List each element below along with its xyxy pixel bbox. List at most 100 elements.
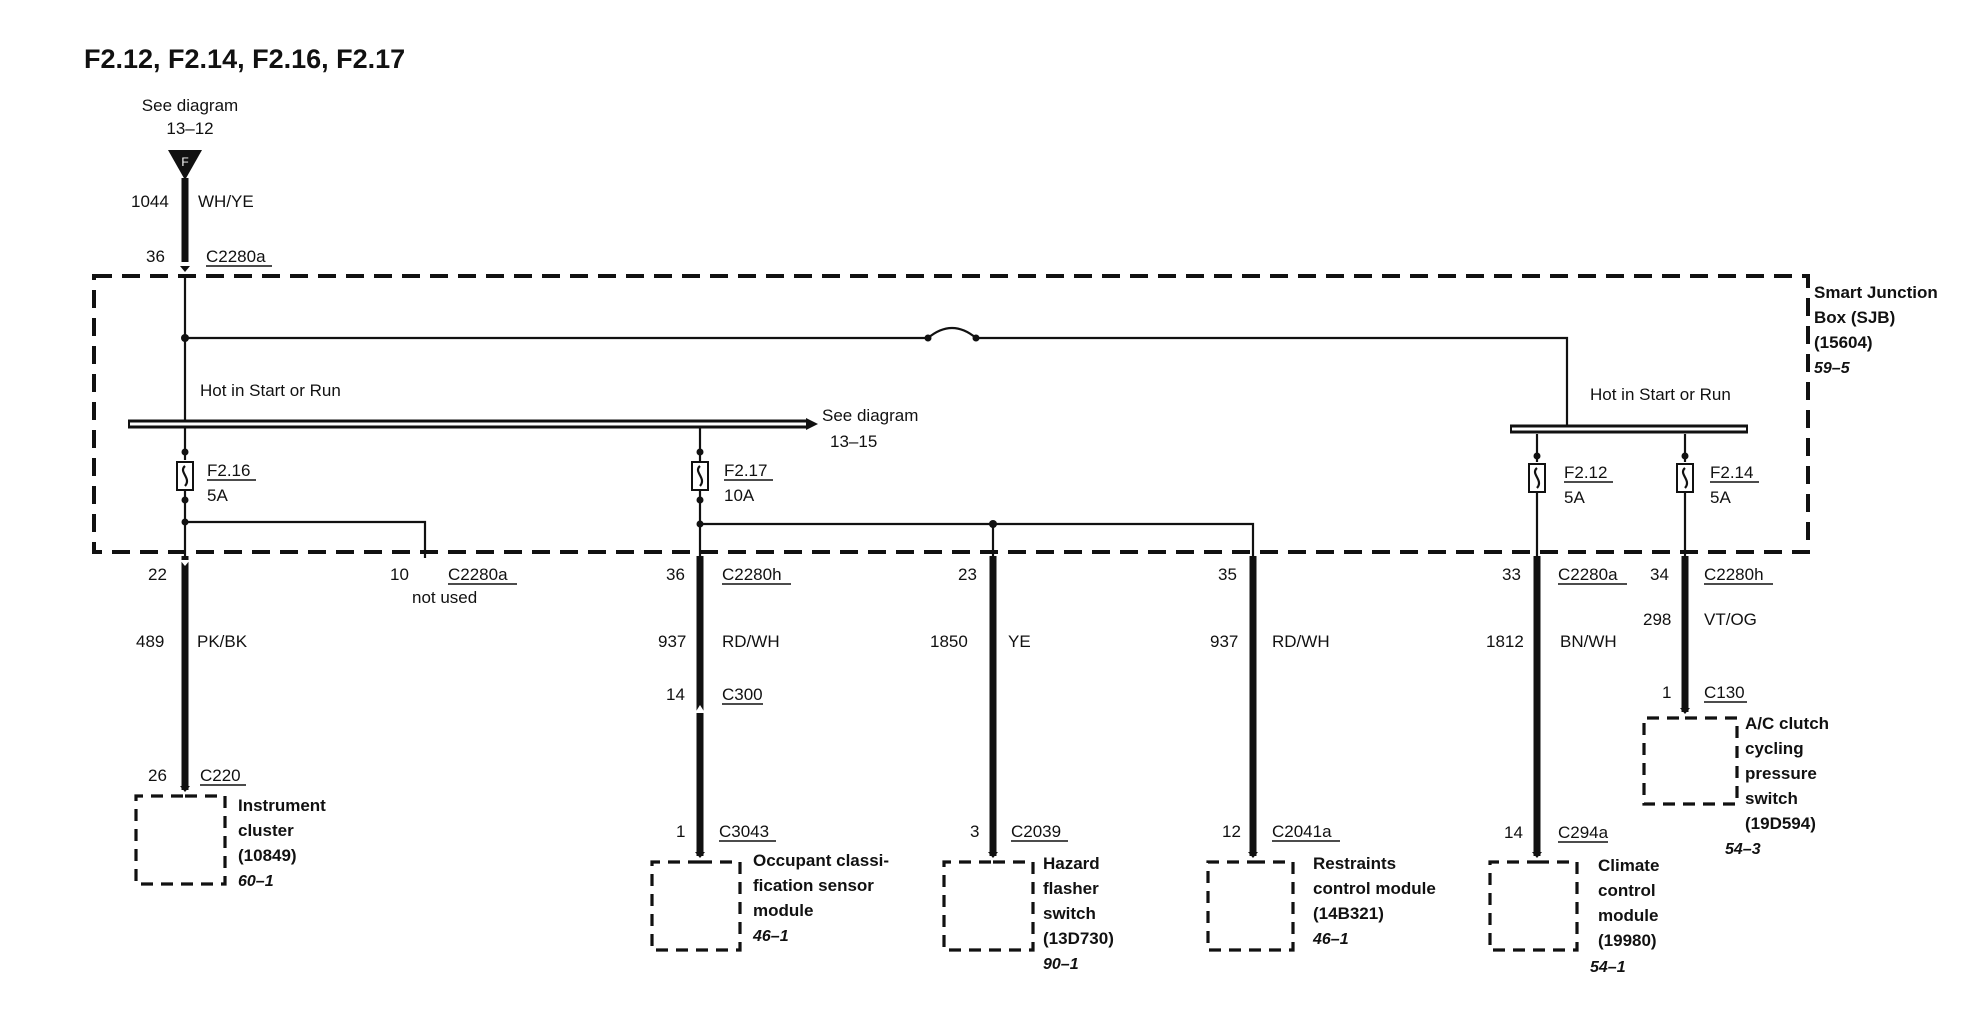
smart-junction-box-outline (92, 274, 1810, 554)
restraints-color: RD/WH (1272, 632, 1330, 651)
feed-connector-letter: F (181, 155, 188, 169)
restraints-pin: 35 (1218, 565, 1237, 584)
restraints-module-line1: Restraints (1313, 854, 1396, 873)
restraints-module-ref: 46–1 (1312, 931, 1349, 948)
sjb-part-number: (15604) (1814, 333, 1873, 352)
feed-see-diagram-ref: 13–12 (166, 119, 213, 138)
instrument-circuit: 489 (136, 632, 164, 651)
ac-color: VT/OG (1704, 610, 1757, 629)
climate-end-pin: 14 (1504, 823, 1523, 842)
climate-color: BN/WH (1560, 632, 1617, 651)
climate-module-box (1488, 860, 1579, 952)
sjb-name-line1: Smart Junction (1814, 283, 1938, 302)
ac-end-connector: C130 (1704, 683, 1745, 702)
ac-circuit: 298 (1643, 610, 1671, 629)
restraints-module-line2: control module (1313, 879, 1436, 898)
climate-circuit: 1812 (1486, 632, 1524, 651)
ac-pin: 34 (1650, 565, 1669, 584)
page-title: F2.12, F2.14, F2.16, F2.17 (84, 44, 405, 74)
climate-module-line4: (19980) (1598, 931, 1657, 950)
occupant-inline-pin: 14 (666, 685, 685, 704)
occupant-circuit: 937 (658, 632, 686, 651)
fuse-f2-17-icon (691, 461, 709, 491)
feed-pin-arrow (180, 266, 190, 272)
ground-connector-triangle (168, 150, 202, 180)
fuse-f2-14-icon (1676, 463, 1694, 493)
fuse-f2-12-rating: 5A (1564, 488, 1585, 507)
restraints-end-connector: C2041a (1272, 822, 1332, 841)
ac-switch-line4: switch (1745, 789, 1798, 808)
hazard-end-connector: C2039 (1011, 822, 1061, 841)
fuse-f2-16-rating: 5A (207, 486, 228, 505)
hazard-end-pin: 3 (970, 822, 979, 841)
unused-connector: C2280a (448, 565, 508, 584)
fuse-f2-16-id: F2.16 (207, 461, 250, 480)
unused-pin: 10 (390, 565, 409, 584)
climate-module-line1: Climate (1598, 856, 1659, 875)
climate-module-ref: 54–1 (1590, 959, 1626, 976)
fuse-f2-14-id: F2.14 (1710, 463, 1753, 482)
ac-switch-line3: pressure (1745, 764, 1817, 783)
occupant-module-ref: 46–1 (752, 928, 789, 945)
instrument-cluster-line2: cluster (238, 821, 294, 840)
occupant-end-connector: C3043 (719, 822, 769, 841)
sjb-name-line2: Box (SJB) (1814, 308, 1895, 327)
fuse-f2-12-icon (1528, 463, 1546, 493)
occupant-inline-connector: C300 (722, 685, 763, 704)
hazard-switch-ref: 90–1 (1043, 956, 1079, 973)
fuse-f2-17-rating: 10A (724, 486, 755, 505)
feed-wire-color: WH/YE (198, 192, 254, 211)
instrument-cluster-box (134, 794, 227, 886)
occupant-module-line2: fication sensor (753, 876, 874, 895)
jumper-dot-right (972, 334, 980, 342)
hazard-switch-line1: Hazard (1043, 854, 1100, 873)
ac-connector: C2280h (1704, 565, 1764, 584)
climate-pin: 33 (1502, 565, 1521, 584)
climate-end-connector: C294a (1558, 823, 1609, 842)
hazard-circuit: 1850 (930, 632, 968, 651)
bus-left-see-diagram: See diagram (822, 406, 918, 425)
climate-module-line2: control (1598, 881, 1656, 900)
fuse-f2-16-icon (176, 461, 194, 491)
restraints-circuit: 937 (1210, 632, 1238, 651)
instrument-cluster-line1: Instrument (238, 796, 326, 815)
instrument-end-connector: C220 (200, 766, 241, 785)
ac-switch-line2: cycling (1745, 739, 1804, 758)
instrument-cluster-ref: 60–1 (238, 873, 274, 890)
instrument-pin: 22 (148, 565, 167, 584)
ac-switch-box (1642, 716, 1739, 806)
feed-pin: 36 (146, 247, 165, 266)
occupant-module-line3: module (753, 901, 813, 920)
hazard-switch-line2: flasher (1043, 879, 1099, 898)
hazard-pin: 23 (958, 565, 977, 584)
bus-left-label: Hot in Start or Run (200, 381, 341, 400)
unused-note: not used (412, 588, 477, 607)
fuse-f2-12-id: F2.12 (1564, 463, 1607, 482)
hazard-switch-line4: (13D730) (1043, 929, 1114, 948)
restraints-end-pin: 12 (1222, 822, 1241, 841)
sjb-ref: 59–5 (1814, 360, 1851, 377)
instrument-end-pin: 26 (148, 766, 167, 785)
f2-17-distribution (700, 522, 1255, 560)
hazard-switch-box (942, 860, 1035, 952)
ac-switch-line5: (19D594) (1745, 814, 1816, 833)
restraints-module-box (1206, 860, 1295, 952)
occupant-end-pin: 1 (676, 822, 685, 841)
occupant-color: RD/WH (722, 632, 780, 651)
hazard-color: YE (1008, 632, 1031, 651)
climate-module-line3: module (1598, 906, 1658, 925)
feed-connector: C2280a (206, 247, 266, 266)
fuse-f2-14-rating: 5A (1710, 488, 1731, 507)
occupant-module-box (650, 860, 742, 952)
occupant-connector: C2280h (722, 565, 782, 584)
occupant-pin: 36 (666, 565, 685, 584)
bus-left-see-diagram-ref: 13–15 (830, 432, 877, 451)
feed-circuit-number: 1044 (131, 192, 169, 211)
restraints-module-line3: (14B321) (1313, 904, 1384, 923)
not-used-branch (185, 520, 427, 558)
feed-see-diagram: See diagram (142, 96, 238, 115)
occupant-module-line1: Occupant classi- (753, 851, 889, 870)
fuse-f2-17-id: F2.17 (724, 461, 767, 480)
